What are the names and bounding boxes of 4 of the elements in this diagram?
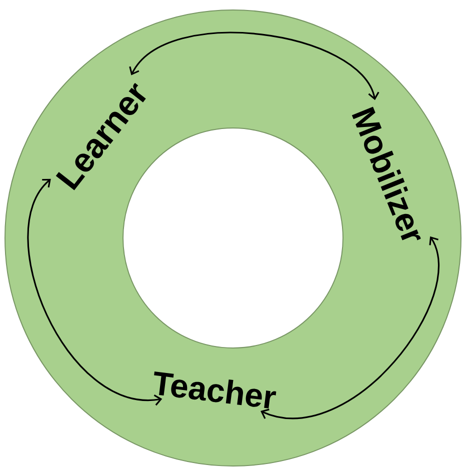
arrow bbox=[260, 236, 440, 419]
arrow bbox=[129, 32, 380, 100]
arrow bbox=[27, 178, 162, 406]
ring-label: Teacher bbox=[154, 372, 276, 408]
